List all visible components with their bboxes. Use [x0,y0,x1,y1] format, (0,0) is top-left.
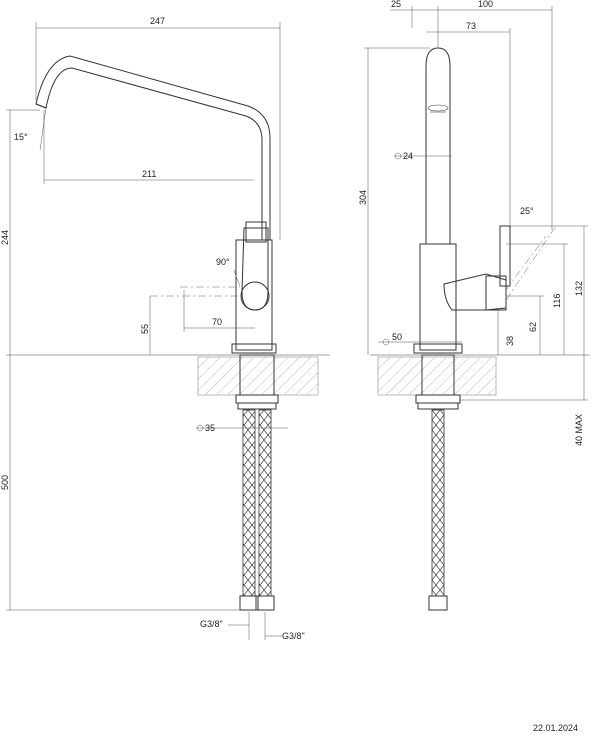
dim-35: 35 [205,423,215,433]
dim-25-deg: 25° [520,206,534,216]
dim-25: 25 [391,0,401,9]
dim-304: 304 [358,190,368,205]
shank [235,354,279,410]
dim-38: 38 [505,336,515,346]
counter-hatch [197,356,319,396]
dim-73: 73 [466,21,476,31]
dim-g38-left: G3/8" [200,619,223,629]
dim-500: 500 [0,475,10,490]
side-spout [425,47,451,245]
dim-24: 24 [403,151,413,161]
front-view: 247 211 244 15° 90° 70 55 35 500 [0,16,330,641]
spout [35,55,271,241]
drawing-date: 22.01.2024 [532,723,578,733]
hoses [239,409,275,611]
dim-132: 132 [574,281,584,296]
dim-244: 244 [0,230,10,245]
dim-247: 247 [150,16,165,26]
dim-90-deg: 90° [216,257,230,267]
side-body [419,243,457,351]
side-hose [431,409,445,597]
dim-g38-right: G3/8" [282,631,305,641]
dim-70: 70 [212,317,222,327]
dim-40-max: 40 MAX [574,414,584,446]
dim-50: 50 [392,332,402,342]
dim-211: 211 [142,169,156,179]
side-view: 25 100 73 304 24 25° 50 38 62 116 [358,0,590,611]
dim-62: 62 [528,322,538,332]
side-lever [443,225,511,311]
dim-55: 55 [140,324,150,334]
lever [240,227,270,311]
dim-100: 100 [478,0,493,9]
body [231,221,277,354]
dim-116: 116 [552,294,562,308]
dim-15-deg: 15° [14,132,28,142]
